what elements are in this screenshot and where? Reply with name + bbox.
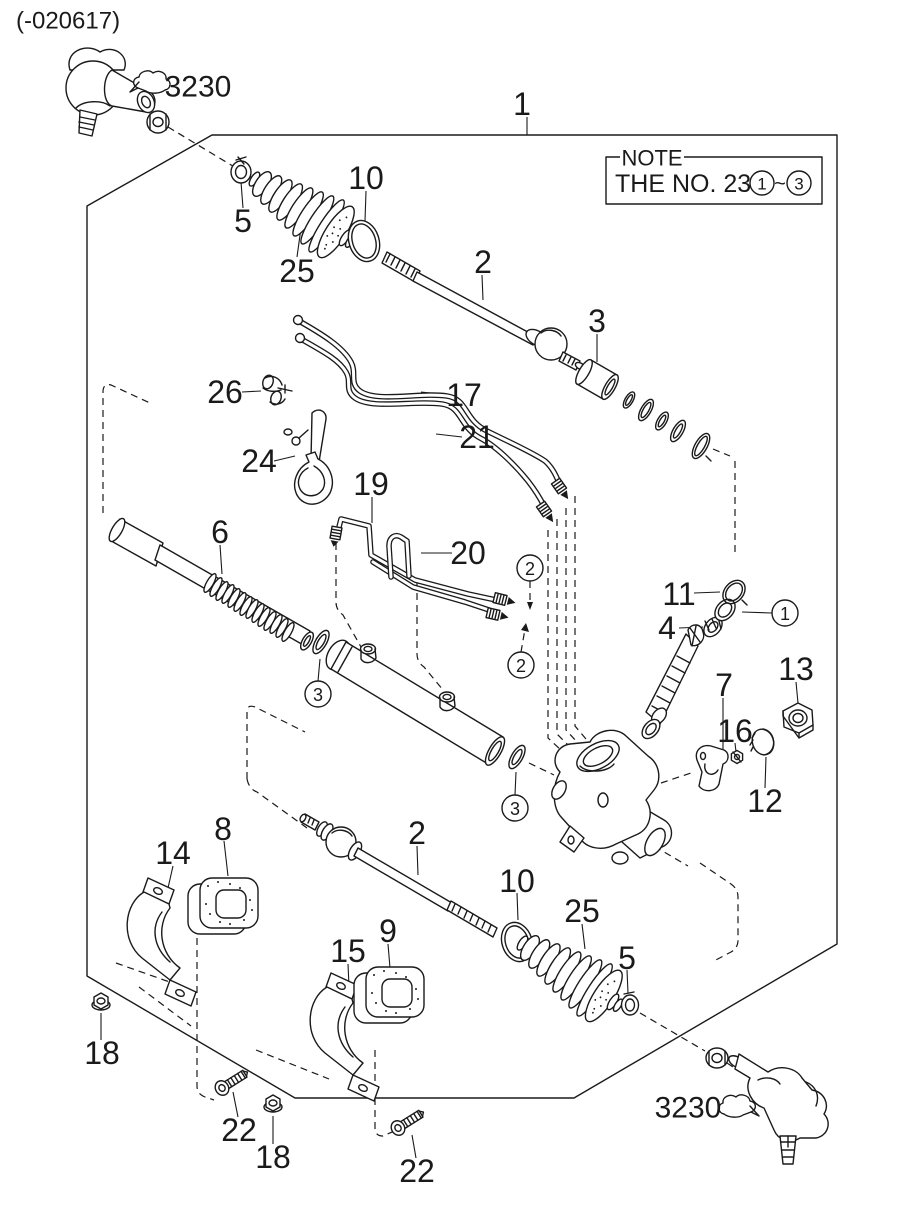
note-range-tilde: ~: [774, 173, 786, 195]
callout-number: 2: [525, 559, 535, 579]
bearing-4: [703, 616, 723, 638]
callout-number: 25: [279, 253, 315, 289]
page-title-code: (-020617): [16, 8, 120, 35]
part-code-3230-bottom: 3230: [655, 1092, 722, 1125]
lock-nut-13: [782, 702, 814, 739]
circled-callout: [304, 680, 332, 708]
callout-number: 2: [516, 656, 526, 676]
callout-number: 3: [313, 685, 323, 705]
mount-rubber-8: [187, 877, 259, 935]
callout-number: 26: [207, 374, 243, 410]
return-pipe-21: [294, 332, 554, 523]
castle-nut-bottom: [705, 1047, 729, 1069]
note-range-from: 1: [757, 175, 766, 194]
callout-number: 12: [747, 783, 783, 819]
o-ring-10-top: [347, 219, 381, 263]
callout-number: 24: [241, 443, 277, 479]
callout-number: 10: [499, 863, 535, 899]
callout-number: 3: [588, 303, 606, 339]
callout-number: 13: [778, 651, 814, 687]
boot-clamp-5-top: [230, 156, 252, 184]
rack-bar-6: [108, 517, 315, 651]
tie-rod-end-left: [65, 47, 156, 137]
pipe-19: [329, 516, 516, 607]
boot-clamp-5-bottom: [620, 991, 640, 1016]
callout-number: 19: [353, 466, 389, 502]
note-range-to: 3: [794, 175, 803, 194]
dashed-alignment-lines: [102, 126, 739, 1137]
mount-rubber-9: [353, 966, 425, 1024]
callout-number: 17: [446, 377, 482, 413]
inner-tie-rod-bottom: [299, 813, 498, 938]
circled-callout: [501, 794, 529, 822]
assembly-boundary: [86, 134, 838, 1099]
callout-number: 15: [330, 933, 366, 969]
callout-number: 1: [780, 604, 790, 624]
tie-rod-end-right: [728, 1053, 829, 1165]
nut-18-mid: [263, 1094, 283, 1113]
bushing-3-top: [575, 358, 619, 401]
callout-number: 22: [399, 1153, 435, 1189]
callout-number: 25: [564, 893, 600, 929]
pipe-20: [370, 532, 509, 621]
callout-number: 10: [348, 160, 384, 196]
circled-callout: [507, 651, 535, 679]
clamp-26: [262, 374, 293, 406]
callout-number: 8: [214, 811, 232, 847]
callout-number: 2: [408, 815, 426, 851]
callout-number: 16: [717, 713, 753, 749]
callout-number: 9: [379, 913, 397, 949]
callout-number: 5: [618, 940, 636, 976]
valve-housing: [551, 624, 705, 865]
feed-pipe-17: [292, 314, 569, 500]
note-title: NOTE: [621, 146, 682, 171]
bolt-22-right: [387, 1105, 429, 1139]
callout-number: 14: [155, 835, 191, 871]
cylinder-tube: [325, 639, 506, 766]
circled-callout: [771, 599, 799, 627]
note-text: THE NO. 23 :: [615, 170, 765, 198]
snap-ring-11: [722, 579, 748, 606]
cap-12: [749, 728, 775, 756]
bracket-24: [283, 409, 334, 505]
callout-number: 22: [221, 1112, 257, 1148]
bracket-7: [695, 744, 729, 792]
nut-16: [730, 749, 744, 765]
callout-number: 11: [662, 576, 695, 612]
mount-clamp-14: [126, 877, 197, 1007]
callout-number: 20: [450, 535, 486, 571]
callout-number: 2: [474, 244, 492, 280]
bolt-22-left: [211, 1065, 253, 1099]
circled-callout: [516, 554, 544, 582]
part-code-3230-top: 3230: [165, 71, 232, 104]
stopper-ring-3-left: [312, 629, 330, 655]
stopper-ring-3-right: [508, 744, 526, 770]
callout-number: 7: [715, 667, 733, 703]
callout-number: 18: [255, 1139, 291, 1175]
callout-number: 1: [513, 86, 531, 122]
callout-number: 18: [84, 1035, 120, 1071]
castle-nut-top: [146, 110, 170, 134]
callout-number: 5: [234, 203, 252, 239]
callout-number: 21: [459, 419, 495, 455]
nut-18-left: [91, 992, 111, 1011]
callout-number: 3: [510, 799, 520, 819]
inner-tie-rod-top: [381, 251, 586, 371]
note-box: NOTE THE NO. 23 : 1 ~ 3: [605, 146, 823, 205]
callout-number: 4: [658, 610, 676, 646]
callout-number: 6: [211, 514, 229, 550]
seal-ring-set: [622, 391, 712, 462]
